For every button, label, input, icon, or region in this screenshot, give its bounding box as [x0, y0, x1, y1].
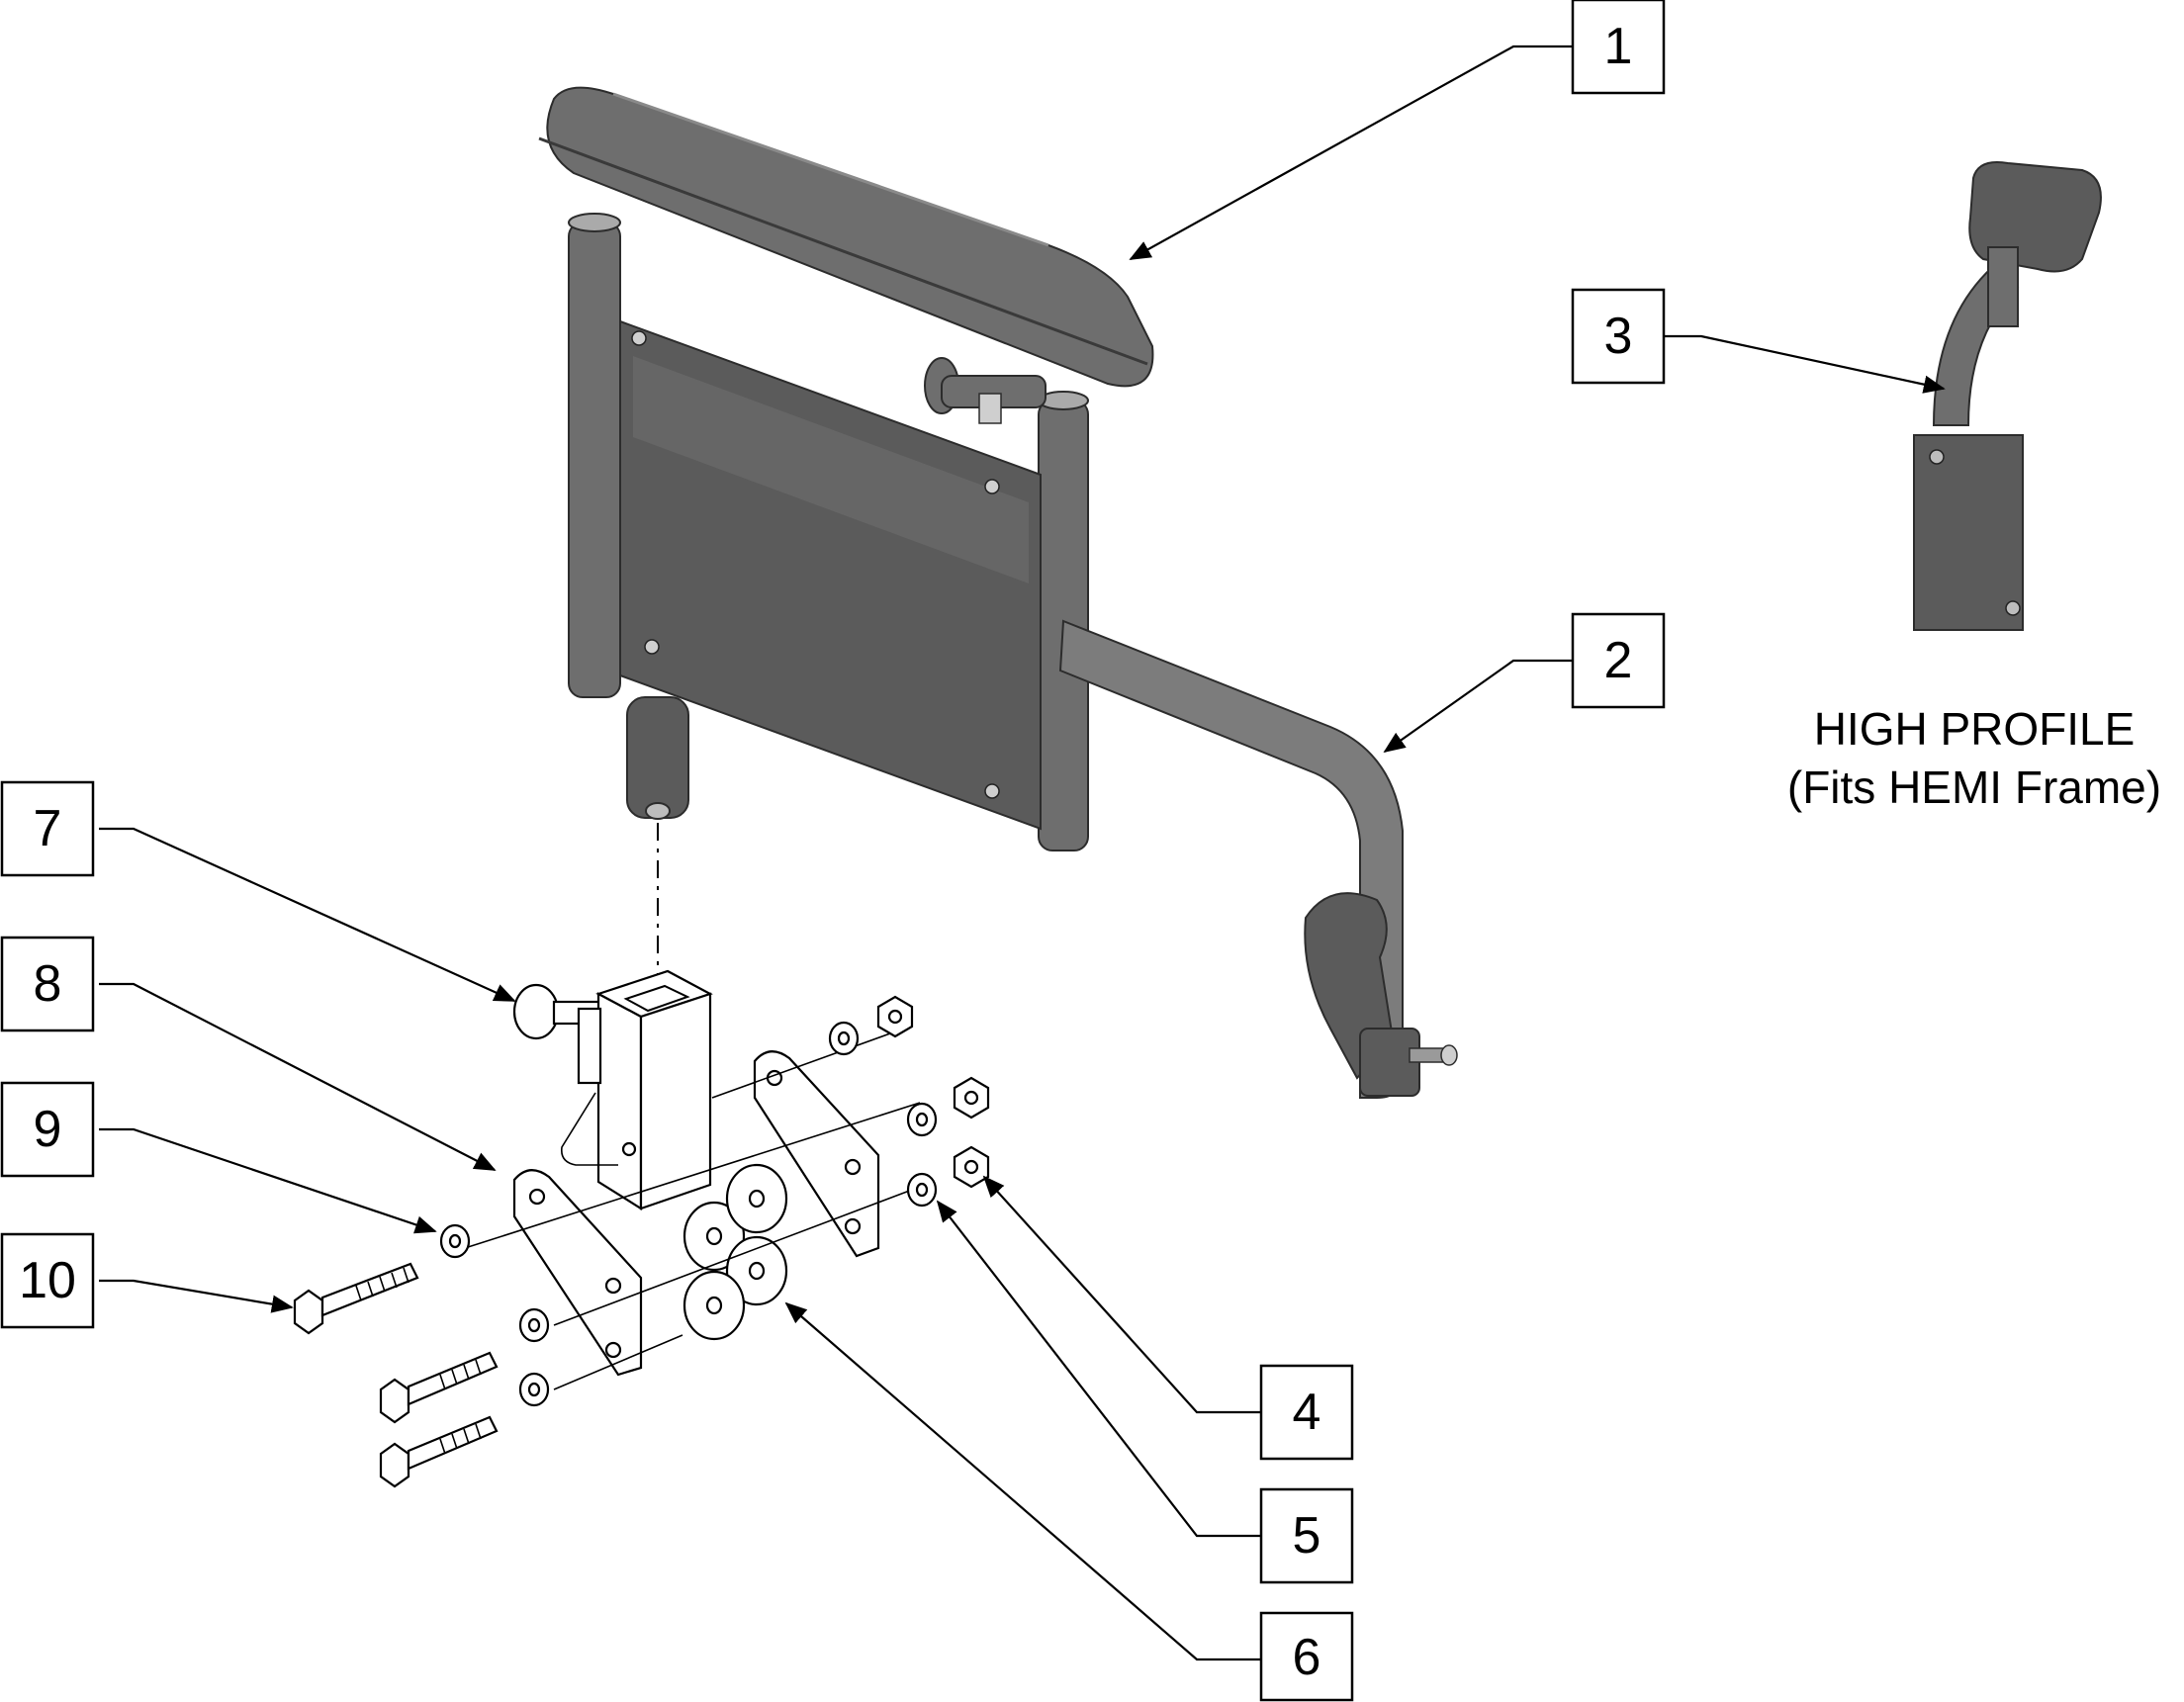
- callout-9-label: 9: [34, 1101, 62, 1158]
- callout-4-label: 4: [1293, 1384, 1321, 1441]
- callout-5: 5: [1259, 1487, 1354, 1584]
- callout-1-label: 1: [1604, 18, 1633, 75]
- inset-caption-line-2: (Fits HEMI Frame): [1787, 761, 2161, 813]
- callout-2-label: 2: [1604, 632, 1633, 689]
- callout-8-label: 8: [34, 955, 62, 1013]
- leader-lines: [99, 45, 1946, 1661]
- armrest-assembly-illustration: [538, 86, 1458, 1099]
- callout-4: 4: [1259, 1364, 1354, 1461]
- callout-10: 10: [0, 1232, 95, 1329]
- callout-5-label: 5: [1293, 1507, 1321, 1565]
- callout-9: 9: [0, 1081, 95, 1178]
- callout-1: 1: [1571, 0, 1666, 95]
- callout-3: 3: [1571, 288, 1666, 385]
- callout-6: 6: [1259, 1611, 1354, 1702]
- mounting-hardware-illustration: [293, 969, 990, 1488]
- callout-3-label: 3: [1604, 308, 1633, 365]
- callout-7: 7: [0, 780, 95, 877]
- inset-caption-line-1: HIGH PROFILE: [1814, 703, 2136, 755]
- high-profile-inset-illustration: [1913, 161, 2102, 631]
- callout-6-label: 6: [1293, 1629, 1321, 1686]
- callout-2: 2: [1571, 612, 1666, 709]
- callout-7-label: 7: [34, 800, 62, 857]
- callout-10-label: 10: [19, 1252, 76, 1309]
- callout-8: 8: [0, 936, 95, 1032]
